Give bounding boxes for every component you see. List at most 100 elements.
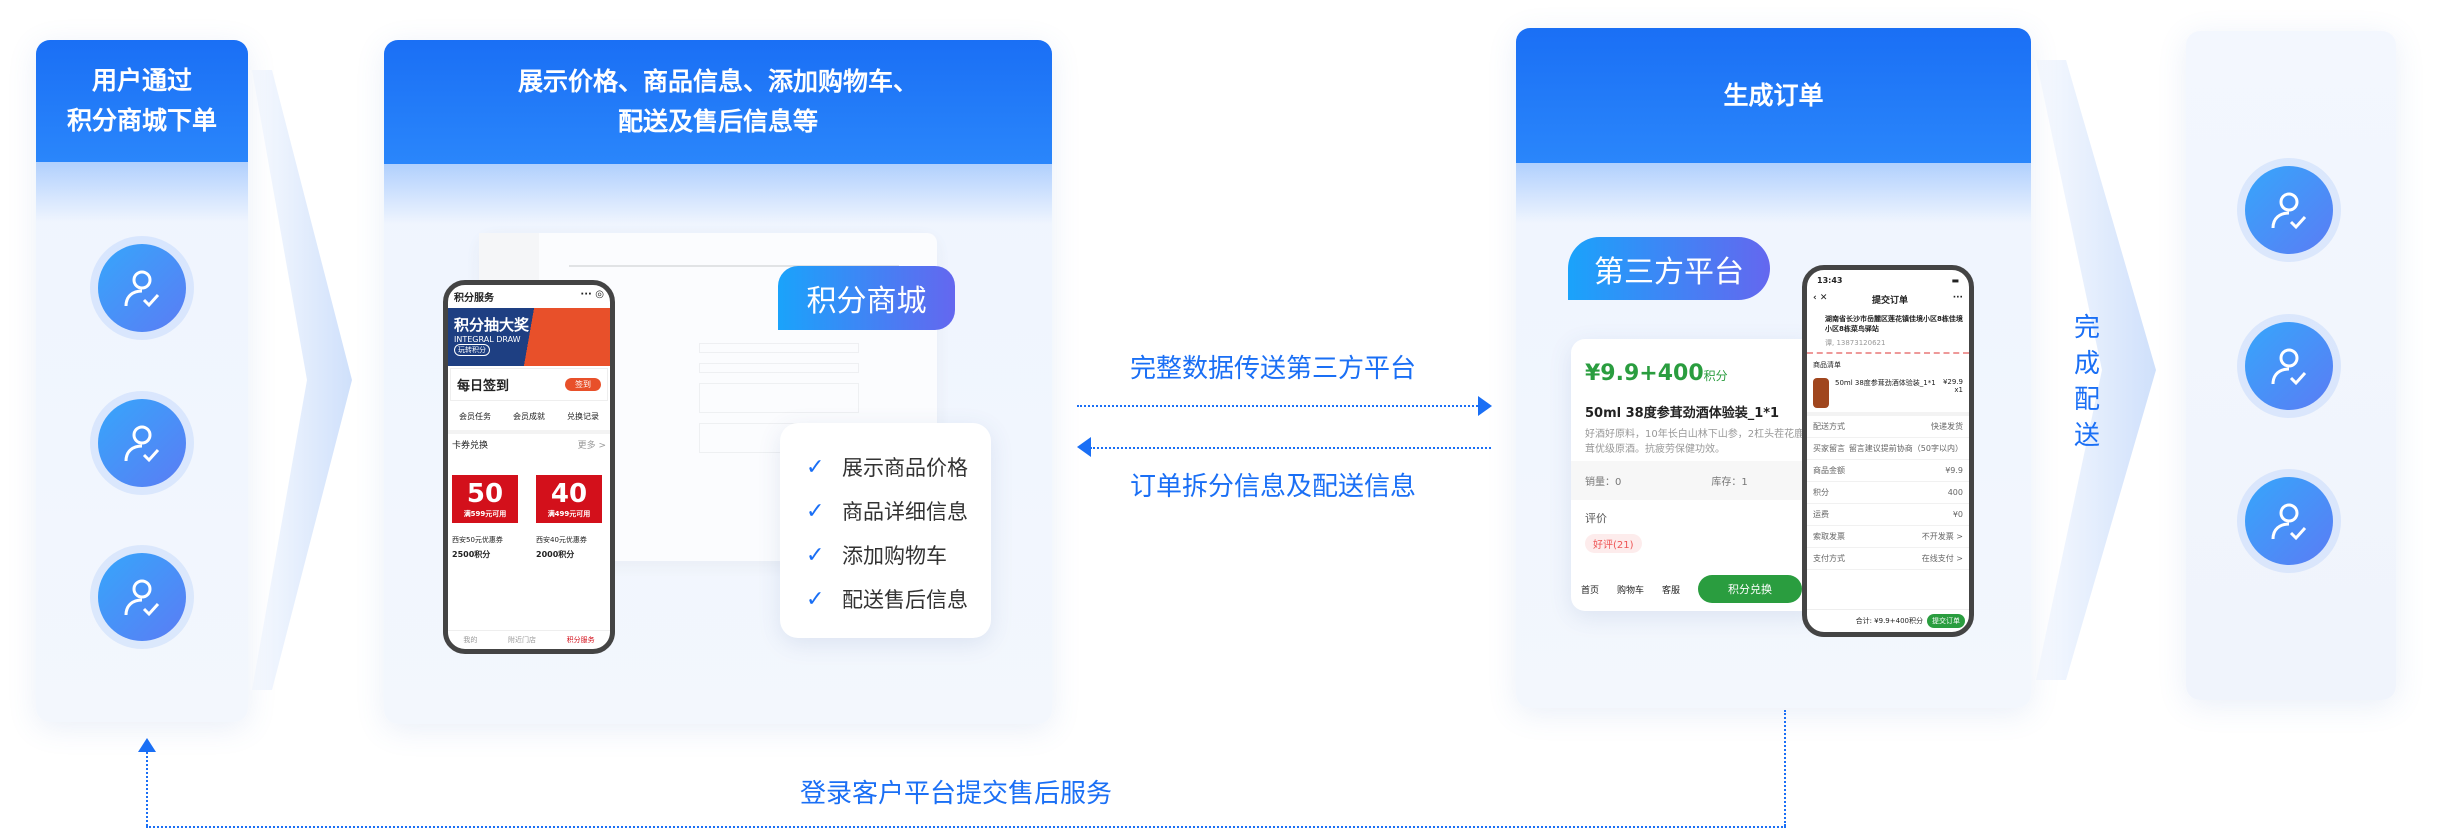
stage-title-line: 配送及售后信息等 (617, 107, 818, 136)
checklist-item: ✓配送售后信息 (806, 586, 968, 613)
coupon-points: 2000积分 (536, 550, 575, 559)
draw-banner[interactable]: 积分抽大奖 INTEGRAL DRAW 玩转积分 (448, 308, 610, 366)
points-exchange-button[interactable]: 积分兑换 (1698, 575, 1803, 603)
after-sales-flow-label: 登录客户平台提交售后服务 (800, 779, 1113, 809)
arrow-right-icon (1478, 396, 1492, 416)
banner-title: 积分抽大奖 (454, 316, 530, 334)
product-name: 50ml 38度参茸劲酒体验装_1*1 (1585, 406, 1780, 421)
row-value: 400 (1947, 488, 1963, 497)
row-value: 在线支付 > (1921, 554, 1963, 563)
coupon-points: 2500积分 (452, 550, 491, 559)
order-row[interactable]: 支付方式 在线支付 > (1807, 548, 1969, 570)
member-task-item[interactable]: 会员任务 (459, 412, 491, 421)
points-mall-phone: 积分服务··· ◎ 积分抽大奖 INTEGRAL DRAW 玩转积分 每日签到 … (443, 280, 615, 654)
product-desc: 好酒好原料，10年长白山林下山参，2杠头茬花鹿茸优级原酒。抗疲劳保健功效。 (1585, 429, 1805, 455)
tab-points-service[interactable]: 积分服务 (566, 636, 595, 644)
check-icon: ✓ (806, 498, 825, 524)
review-tag[interactable]: 好评(21) (1585, 534, 1642, 553)
user-check-icon (90, 391, 194, 495)
chevron-arrow-icon (252, 70, 352, 690)
row-value: ¥0 (1952, 510, 1963, 519)
stage-title-line: 用户通过 (91, 66, 192, 95)
row-value: ¥9.9 (1945, 466, 1963, 475)
item-name: 50ml 38度参茸劲酒体验装_1*1 (1835, 379, 1936, 387)
nav-service[interactable]: 客服 (1662, 585, 1681, 596)
item-qty: x1 (1954, 386, 1963, 394)
order-total: 合计: ¥9.9+400积分 (1855, 617, 1923, 625)
row-value: 留言建议提前协商（50字以内） (1848, 444, 1963, 453)
signin-button[interactable]: 签到 (565, 378, 601, 391)
row-label: 索取发票 (1813, 532, 1845, 541)
checklist-item: ✓添加购物车 (806, 542, 947, 569)
submit-order-button[interactable]: 提交订单 (1927, 614, 1965, 628)
order-row: 积分 400 (1807, 482, 1969, 504)
more-link[interactable]: 更多 > (577, 441, 606, 451)
exchange-record-item[interactable]: 兑换记录 (567, 412, 599, 421)
row-value: 快递发货 (1931, 422, 1963, 431)
user-check-icon (90, 236, 194, 340)
user-check-icon (2237, 314, 2341, 418)
back-flow-label: 订单拆分信息及配送信息 (1130, 472, 1417, 502)
nav-cart[interactable]: 购物车 (1617, 585, 1645, 596)
stage-title-line: 积分商城下单 (66, 106, 217, 135)
banner-subtitle: INTEGRAL DRAW (454, 335, 521, 344)
row-value: 不开发票 > (1921, 532, 1963, 541)
row-label: 支付方式 (1813, 554, 1845, 563)
return-line (146, 826, 1786, 828)
member-achievement-item[interactable]: 会员成就 (513, 412, 545, 421)
row-label: 买家留言 (1813, 444, 1845, 453)
battery-icon: ▬ (1951, 276, 1959, 285)
order-row: 运费 ¥0 (1807, 504, 1969, 526)
order-row: 配送方式 快递发货 (1807, 416, 1969, 438)
return-line (1784, 710, 1786, 826)
more-icon[interactable]: ··· (1952, 293, 1963, 303)
arrow-left-icon (1077, 437, 1091, 457)
banner-tag: 玩转积分 (454, 344, 490, 356)
coupon-name: 西安50元优惠券 (452, 536, 503, 544)
nav-home[interactable]: 首页 (1581, 585, 1600, 596)
points-mall-badge: 积分商城 (778, 266, 955, 330)
tab-nearby-stores[interactable]: 附近门店 (507, 636, 536, 644)
stage-title-line: 展示价格、商品信息、添加购物车、 (517, 67, 918, 96)
order-row: 买家留言留言建议提前协商（50字以内） (1807, 438, 1969, 460)
row-label: 积分 (1813, 488, 1829, 497)
check-icon: ✓ (806, 586, 825, 612)
more-icon[interactable]: ··· ◎ (580, 289, 604, 300)
user-check-icon (2237, 469, 2341, 573)
arrow-up-icon (138, 738, 156, 752)
check-icon: ✓ (806, 454, 825, 480)
item-list-title: 商品清单 (1813, 361, 1841, 369)
delivery-address[interactable]: 湖南省长沙市岳麓区莲花镇佳境小区8栋佳境小区8栋菜鸟驿站 (1825, 315, 1963, 333)
row-label: 运费 (1813, 510, 1829, 519)
order-row[interactable]: 索取发票 不开发票 > (1807, 526, 1969, 548)
checklist-item: ✓商品详细信息 (806, 498, 968, 525)
user-check-icon (2237, 158, 2341, 262)
section-title: 卡券兑换 (452, 441, 489, 451)
row-label: 配送方式 (1813, 422, 1845, 431)
back-icon[interactable]: ‹ ✕ (1813, 293, 1828, 303)
order-row: 商品金额¥9.9 (1807, 460, 1969, 482)
return-line (146, 752, 148, 826)
sales-count: 销量：0 (1585, 477, 1622, 488)
stage-title: 用户通过 积分商城下单 (36, 40, 248, 162)
user-check-icon (90, 545, 194, 649)
phone-title: 积分服务 (454, 293, 494, 304)
delivery-complete-label: 完成配送 (2073, 313, 2100, 451)
forward-arrow-line (1077, 405, 1481, 407)
checklist-item: ✓展示商品价格 (806, 454, 968, 481)
review-label: 评价 (1585, 512, 1607, 525)
back-arrow-line (1090, 447, 1491, 449)
stage-title: 生成订单 (1516, 28, 2031, 163)
item-price: ¥29.9 (1942, 378, 1963, 386)
price-unit: 积分 (1703, 369, 1728, 383)
third-party-badge: 第三方平台 (1568, 237, 1770, 300)
tab-mine[interactable]: 我的 (463, 636, 478, 644)
stage-user-order: 用户通过 积分商城下单 (36, 40, 248, 722)
product-card: ¥9.9+400积分 50ml 38度参茸劲酒体验装_1*1 好酒好原料，10年… (1571, 339, 1821, 611)
stock-count: 库存：1 (1711, 477, 1748, 488)
contact-phone: 谭, 13873120621 (1807, 338, 1969, 354)
signin-label: 每日签到 (457, 379, 510, 394)
stage-title: 展示价格、商品信息、添加购物车、 配送及售后信息等 (384, 40, 1052, 164)
